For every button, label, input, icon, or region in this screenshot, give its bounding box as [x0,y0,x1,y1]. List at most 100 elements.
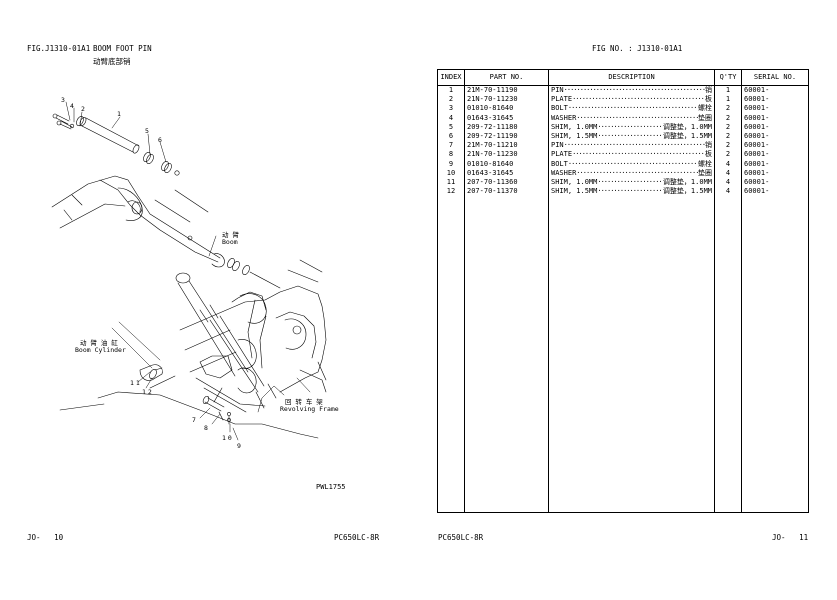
parts-table-header: INDEX PART NO. DESCRIPTION Q'TY SERIAL N… [437,69,809,86]
filler-cell [741,196,809,514]
leader-dots [572,150,705,159]
upper-shims [143,152,180,176]
cell-description: SHIM, 1.0MM调整垫，1.0MM [548,178,715,188]
cell-description: BOLT螺栓 [548,159,715,169]
cell-serial: 60001- [741,168,809,179]
cell-qty: 2 [714,113,742,123]
cell-qty: 4 [714,168,742,179]
description-cn: 销 [705,141,712,150]
cell-description: PLATE板 [548,150,715,160]
cell-description: WASHER垫圈 [548,168,715,179]
cell-description: SHIM, 1.5MM 调整垫，1.5MM [548,132,715,142]
filler-cell [437,196,465,514]
cell-part-no: 01643-31645 [464,113,549,123]
leader-dots [568,160,698,169]
cell-serial: 60001- [741,104,809,114]
filler-cell [548,196,715,514]
lower-shims [139,364,163,381]
cell-qty: 2 [714,122,742,133]
right-footer-model: PC650LC-8R [438,533,484,542]
cell-serial: 60001- [741,85,809,96]
cell-qty: 1 [714,85,742,96]
boom-cylinder-label-en: Boom Cylinder [75,346,126,354]
cell-serial: 60001- [741,95,809,105]
description-en: PLATE [551,95,573,104]
description-cn-mid: 调整垫， [662,187,691,196]
cell-index: 2 [437,95,465,105]
cell-serial: 60001- [741,187,809,197]
cell-serial: 60001- [741,113,809,123]
cell-serial: 60001- [741,132,809,142]
callout-4: 4 [70,102,74,110]
boom-cylinder [175,272,265,394]
cell-description: PLATE板 [548,95,715,105]
right-footer-page: JO- 11 [772,533,809,542]
callout-3: 3 [61,96,65,104]
cell-description: SHIM, 1.0MM调整垫，1.0MM [548,122,715,133]
leader-dots [597,178,663,187]
description-cn: 1.0MM [690,122,712,131]
callout-12: 12 [142,388,154,396]
cell-index: 12 [437,187,465,197]
cell-description: SHIM, 1.5MM调整垫，1.5MM [548,187,715,197]
description-en: SHIM, 1.5MM [551,187,598,196]
description-cn-mid: 调整垫， [662,132,691,141]
filler-cell [714,196,742,514]
cell-qty: 1 [714,95,742,105]
col-qty: Q'TY [714,69,742,86]
cell-part-no: 209-72-11180 [464,122,549,133]
col-index: INDEX [437,69,465,86]
description-en: SHIM, 1.0MM [551,122,598,131]
cell-description: PIN销 [548,85,715,96]
description-en: PLATE [551,150,573,159]
revolving-frame-label-cn: 回 转 车 架 [285,398,323,406]
leader-dots [597,123,663,132]
cell-qty: 2 [714,141,742,151]
cell-part-no: 01010-81640 [464,159,549,169]
cell-part-no: 01643-31645 [464,168,549,179]
callout-8: 8 [204,424,208,432]
callout-9: 9 [237,442,241,450]
cell-index: 3 [437,104,465,114]
fig-code: FIG.J1310-01A1 [27,44,91,53]
description-en: SHIM, 1.0MM [551,178,598,187]
cell-qty: 4 [714,159,742,169]
boom-label-cn: 动 臂 [222,231,239,239]
callout-6: 6 [158,136,162,144]
description-cn: 垫圈 [698,113,712,122]
upper-pin [76,116,140,154]
description-cn: 1.5MM [690,132,712,141]
leader-dots [597,187,663,196]
col-serial: SERIAL NO. [741,69,809,86]
cell-part-no: 01010-81640 [464,104,549,114]
left-footer-page: JO- 10 [27,533,64,542]
filler-cell [464,196,549,514]
callout-2: 2 [81,105,85,113]
description-cn: 销 [705,86,712,94]
leader-dots [576,114,698,123]
cell-part-no: 209-72-11190 [464,132,549,142]
boom [51,175,225,268]
description-en: SHIM, 1.5MM [551,132,598,141]
callout-7: 7 [192,416,196,424]
leader-dots [572,95,705,104]
cell-serial: 60001- [741,141,809,151]
leader-dots [568,104,698,113]
revolving-frame [59,259,327,439]
cell-qty: 4 [714,187,742,197]
col-part-no: PART NO. [464,69,549,86]
cell-part-no: 21M-70-11190 [464,85,549,96]
cell-index: 4 [437,113,465,123]
callout-10: 10 [222,434,234,442]
fig-title-en: BOOM FOOT PIN [93,44,152,53]
cell-qty: 2 [714,104,742,114]
cell-index: 5 [437,122,465,133]
fig-number: FIG NO. : J1310-01A1 [592,44,683,53]
col-description: DESCRIPTION [548,69,715,86]
